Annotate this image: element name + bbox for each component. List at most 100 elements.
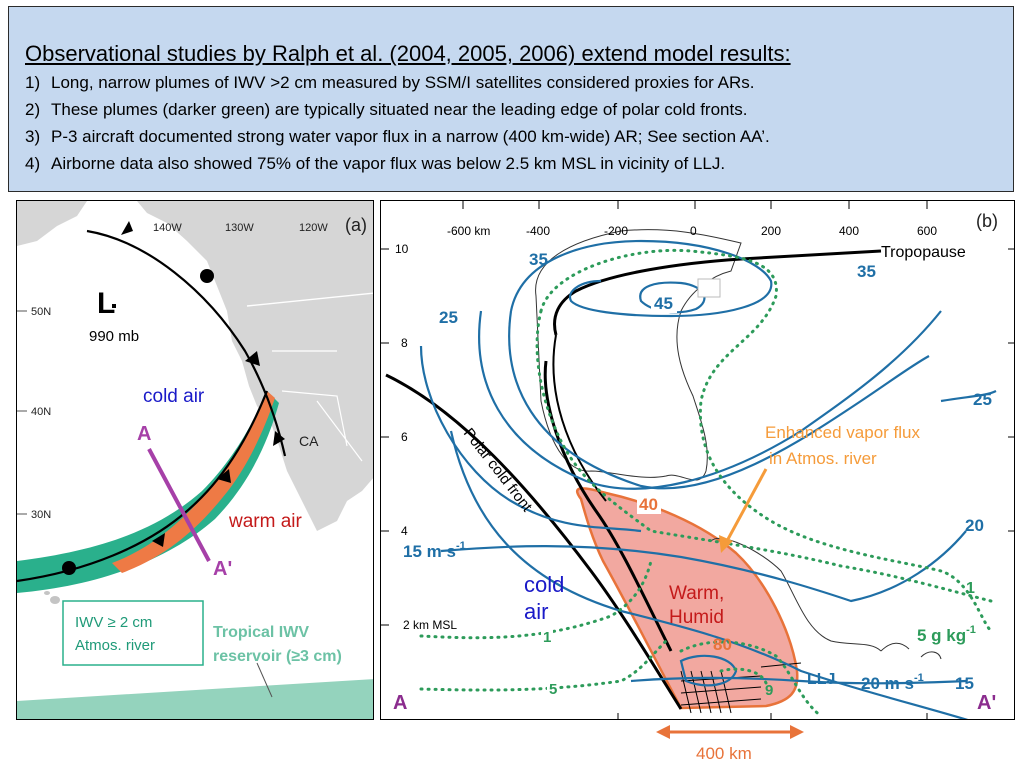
lon-label-130w: 130W: [225, 222, 254, 234]
cold-air-label-line2: air: [524, 599, 548, 624]
jet-core-box: [697, 278, 721, 298]
polar-front-line-upper: [552, 334, 607, 502]
x-label-minus600: -600 km: [447, 224, 490, 238]
y-label-8: 8: [401, 336, 408, 350]
point-text: Airborne data also showed 75% of the vap…: [51, 154, 726, 173]
slide-title: Observational studies by Ralph et al. (2…: [25, 41, 791, 66]
point-number: 2): [25, 100, 41, 119]
isotach-label-45: 45: [654, 294, 673, 313]
point-2: 2)These plumes (darker green) are typica…: [25, 100, 747, 120]
isotach-units-right: 20 m s-1: [861, 672, 924, 693]
polar-front-label: Polar cold front: [460, 425, 536, 516]
flux-label-40-bg: [637, 494, 661, 514]
section-end-a-prime: A': [977, 692, 996, 714]
flux-arrow-shaft: [725, 468, 768, 542]
lat-label-30n: 30N: [31, 509, 51, 521]
x-label-0: 0: [690, 224, 697, 238]
isohume-label-5-left: 5: [549, 681, 557, 698]
enhanced-flux-region: [575, 487, 799, 710]
enhanced-flux-label-line1: Enhanced vapor flux: [765, 423, 920, 442]
isotach-label-35-left: 35: [529, 250, 548, 269]
section-end-a: A: [393, 692, 407, 714]
isotachs: [419, 239, 997, 719]
isotach-label-25-left: 25: [439, 308, 458, 327]
state-label-ca: CA: [299, 433, 319, 449]
lon-label-140w: 140W: [153, 222, 182, 234]
isohume-units-exp: -1: [966, 624, 976, 636]
cold-air-label-line1: cold: [524, 572, 564, 597]
x-label-400: 400: [839, 224, 859, 238]
lon-label-120w: 120W: [299, 222, 328, 234]
lat-ticks: [17, 310, 27, 515]
width-arrow-left-head: [656, 725, 670, 739]
enhanced-flux-label-line2: in Atmos. river: [769, 449, 877, 468]
lat-label-50n: 50N: [31, 306, 51, 318]
lat-label-40n: 40N: [31, 406, 51, 418]
isotach-units-right-exp: -1: [914, 672, 924, 684]
warm-humid-label-line2: Humid: [669, 607, 724, 628]
isohume-label-1-left-bg: [541, 627, 553, 645]
width-label: 400 km: [696, 744, 752, 763]
isotach-label-15-right: 15: [955, 674, 974, 693]
isohume-label-5-left-bg: [547, 679, 559, 697]
point-number: 1): [25, 73, 41, 92]
panel-a-map: L 990 mb 140W 130W 120W 50N 40N 30N (a) …: [16, 200, 374, 720]
isohume-units: 5 g kg-1: [917, 624, 976, 645]
iwv-legend-line2: Atmos. river: [75, 637, 155, 654]
north-america-land: [137, 201, 373, 531]
section-label-a: A: [137, 423, 151, 445]
x-label-200: 200: [761, 224, 781, 238]
llj-label: LLJ: [807, 671, 835, 688]
tropical-label-line1: Tropical IWV: [213, 624, 309, 641]
warm-air-label: warm air: [228, 511, 303, 532]
low-symbol: L: [97, 287, 115, 320]
iwv-legend-line1: IWV ≥ 2 cm: [75, 614, 152, 631]
low-cloud-outline: [710, 537, 942, 660]
y-label-6: 6: [401, 430, 408, 444]
point-4: 4) Airborne data also showed 75% of the v…: [25, 154, 725, 174]
isohumes: [419, 248, 993, 718]
tropical-iwv-reservoir: [17, 679, 373, 719]
isotach-label-45-bg: [651, 293, 677, 313]
iwv-legend-box: [62, 600, 204, 666]
isotach-units-left: 15 m s-1: [403, 540, 466, 561]
warm-humid-label-line1: Warm,: [669, 583, 724, 604]
front-semicircles: [62, 269, 214, 575]
cold-air-label: cold air: [143, 386, 205, 407]
iwv-plume-band: [17, 391, 279, 593]
isohume-label-1-right: 1: [966, 580, 975, 597]
flux-label-40: 40: [639, 495, 658, 514]
flux-arrow-head: [719, 535, 733, 553]
point-number: 4): [25, 154, 41, 173]
y-label-10: 10: [395, 242, 409, 256]
y-label-4: 4: [401, 524, 408, 538]
summary-box: Observational studies by Ralph et al. (2…: [8, 6, 1014, 192]
tropopause-line: [553, 249, 882, 336]
isohume-units-text: 5 g kg: [917, 626, 966, 645]
canada-coast-island: [17, 201, 87, 246]
isotach-label-25-right: 25: [973, 390, 992, 409]
panel-b-cross-section: (b) -600 km -400 -200 0 200 400 600 10 8…: [380, 200, 1015, 720]
isotach-units-right-text: 20 m s: [861, 674, 914, 693]
polar-cold-front: [17, 229, 287, 583]
map-svg: L 990 mb 140W 130W 120W 50N 40N 30N (a) …: [17, 201, 373, 719]
section-label-a-prime: A': [213, 558, 232, 580]
msl-label: 2 km MSL: [403, 618, 457, 632]
isotach-label-20-right: 20: [965, 516, 984, 535]
width-arrow-right-head: [790, 725, 804, 739]
isotach-units-left-text: 15 m s: [403, 542, 456, 561]
point-3: 3) P-3 aircraft documented strong water v…: [25, 127, 770, 147]
low-pressure-label: 990 mb: [89, 328, 139, 345]
low-dot: [112, 304, 116, 308]
point-number: 3): [25, 127, 41, 146]
cloud-outline: [535, 229, 742, 481]
us-canada-border: [246, 292, 373, 307]
point-text: Long, narrow plumes of IWV >2 cm measure…: [51, 73, 755, 92]
isohume-label-1-left: 1: [543, 629, 551, 646]
flux-label-80: 80: [713, 635, 732, 654]
axis-ticks: [381, 201, 1014, 719]
x-label-600: 600: [917, 224, 937, 238]
x-label-minus200: -200: [604, 224, 628, 238]
point-text: P-3 aircraft documented strong water vap…: [51, 127, 770, 146]
cross-section-svg: (b) -600 km -400 -200 0 200 400 600 10 8…: [381, 201, 1014, 719]
